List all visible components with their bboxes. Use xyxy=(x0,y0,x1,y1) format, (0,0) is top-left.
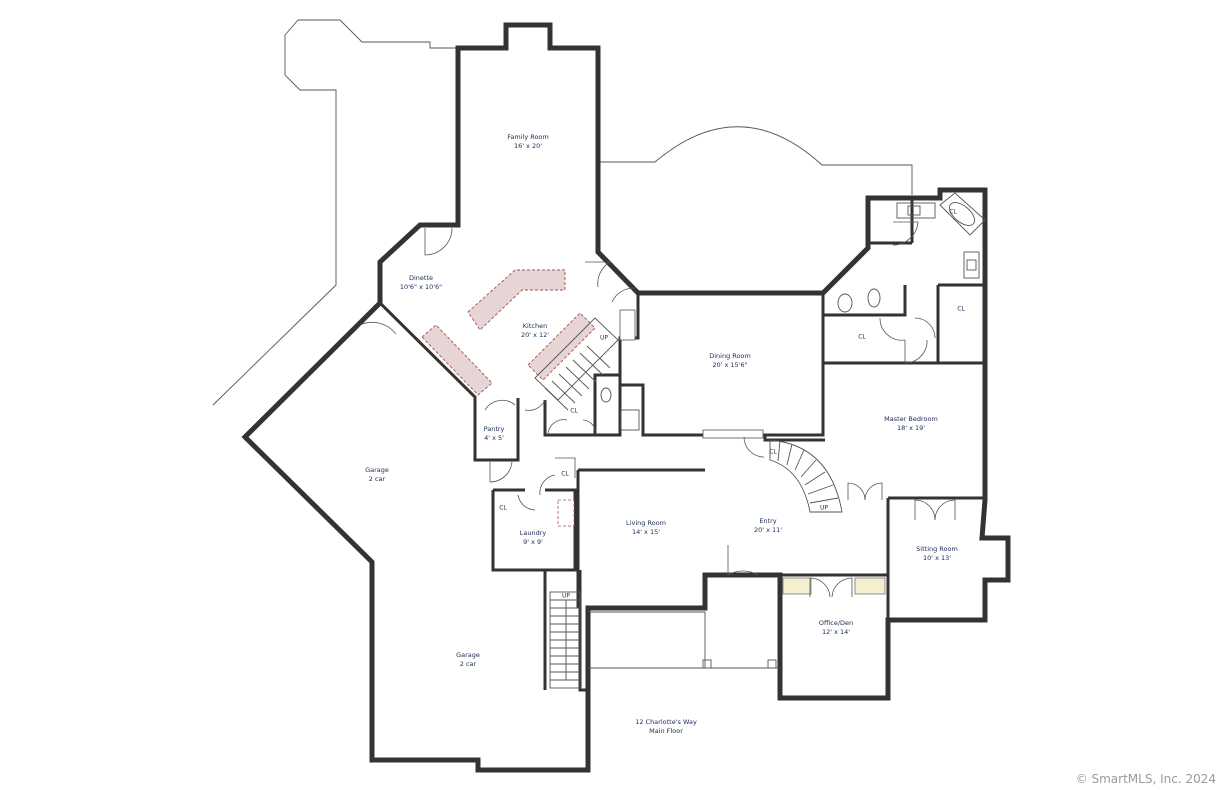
porch-outline xyxy=(588,611,780,669)
room-dims: 10' x 13' xyxy=(922,554,952,562)
room-name: Dining Room xyxy=(709,352,751,360)
room-dims: 20' x 15'6" xyxy=(712,361,748,369)
room-name: Entry xyxy=(759,517,777,525)
bath-fixtures xyxy=(600,192,986,431)
garage-stair xyxy=(549,591,581,689)
office-window xyxy=(782,577,812,595)
room-dims: 9' x 9' xyxy=(523,538,543,546)
stair-up-label: UP xyxy=(599,334,609,342)
door-swings xyxy=(359,221,956,598)
room-dims: 20' x 11' xyxy=(753,526,783,534)
kitchen-stair xyxy=(534,317,619,411)
wall-master-bath xyxy=(821,283,985,363)
room-name: Garage xyxy=(456,651,480,659)
room-name: Office/Den xyxy=(818,619,854,627)
plan-caption: 12 Charlotte's Way Main Floor xyxy=(635,718,697,736)
closet-label: CL xyxy=(949,208,957,216)
caption-address: 12 Charlotte's Way xyxy=(635,718,697,726)
stair-up-label: UP xyxy=(819,504,829,512)
room-name: Family Room xyxy=(507,133,549,141)
entry-window xyxy=(702,429,764,439)
room-label-master-bedroom: Master Bedroom 18' x 19' xyxy=(884,415,938,433)
wall-dinette-garage xyxy=(378,301,520,462)
porch-post xyxy=(702,659,712,669)
closet-label: CL xyxy=(499,504,507,512)
room-label-pantry: Pantry 4' x 5' xyxy=(484,425,505,443)
room-name: Living Room xyxy=(626,519,666,527)
room-label-family-room: Family Room 16' x 20' xyxy=(507,133,549,151)
closet-label: CL xyxy=(957,305,965,313)
room-label-office-den: Office/Den 12' x 14' xyxy=(819,619,853,637)
room-dims: 2 car xyxy=(368,475,386,483)
room-dims: 20' x 12' xyxy=(520,331,550,339)
room-label-laundry: Laundry 9' x 9' xyxy=(520,529,547,547)
wall-living xyxy=(576,470,705,610)
room-dims: 16' x 20' xyxy=(513,142,543,150)
exterior-wall xyxy=(241,22,1011,773)
wall-cl-kitchen xyxy=(543,400,595,437)
room-name: Sitting Room xyxy=(916,545,958,553)
kitchen-counter xyxy=(421,324,493,396)
caption-floor: Main Floor xyxy=(649,727,683,735)
room-label-sitting-room: Sitting Room 10' x 13' xyxy=(916,545,958,563)
wall-laundry xyxy=(491,468,705,572)
room-label-dining-room: Dining Room 20' x 15'6" xyxy=(709,352,751,370)
closet-label: CL xyxy=(858,333,866,341)
room-label-dinette: Dinette 10'6" x 10'6" xyxy=(400,274,442,292)
room-name: Pantry xyxy=(483,425,505,433)
room-dims: 12' x 14' xyxy=(821,628,851,636)
room-label-entry: Entry 20' x 11' xyxy=(754,517,782,535)
room-label-garage-2: Garage 2 car xyxy=(456,651,480,669)
curved-stair xyxy=(769,439,843,513)
bay-deck-outline xyxy=(598,126,913,195)
copyright-watermark: © SmartMLS, Inc. 2024 xyxy=(1075,772,1216,786)
room-label-garage-1: Garage 2 car xyxy=(365,466,389,484)
room-name: Kitchen xyxy=(522,322,548,330)
closet-label: CL xyxy=(561,470,569,478)
room-name: Garage xyxy=(365,466,389,474)
wall-bath-top xyxy=(868,198,914,245)
room-dims: 10'6" x 10'6" xyxy=(399,283,443,291)
room-name: Master Bedroom xyxy=(884,415,938,423)
laundry-sink xyxy=(557,499,575,527)
room-name: Laundry xyxy=(519,529,547,537)
room-name: Dinette xyxy=(408,274,434,282)
porch-post xyxy=(767,659,777,669)
kitchen-counter xyxy=(467,269,566,331)
closet-label: CL xyxy=(570,407,578,415)
kitchen-window xyxy=(619,309,636,341)
room-label-living-room: Living Room 14' x 15' xyxy=(626,519,666,537)
stair-up-label: UP xyxy=(561,592,571,600)
room-dims: 2 car xyxy=(459,660,477,668)
wall-sitting xyxy=(886,496,985,620)
closet-label: CL xyxy=(769,448,777,456)
room-label-kitchen: Kitchen 20' x 12' xyxy=(521,322,549,340)
room-dims: 18' x 19' xyxy=(896,424,926,432)
office-window xyxy=(854,577,886,595)
room-dims: 14' x 15' xyxy=(631,528,661,536)
wall-powder xyxy=(593,373,622,437)
room-dims: 4' x 5' xyxy=(484,434,504,442)
